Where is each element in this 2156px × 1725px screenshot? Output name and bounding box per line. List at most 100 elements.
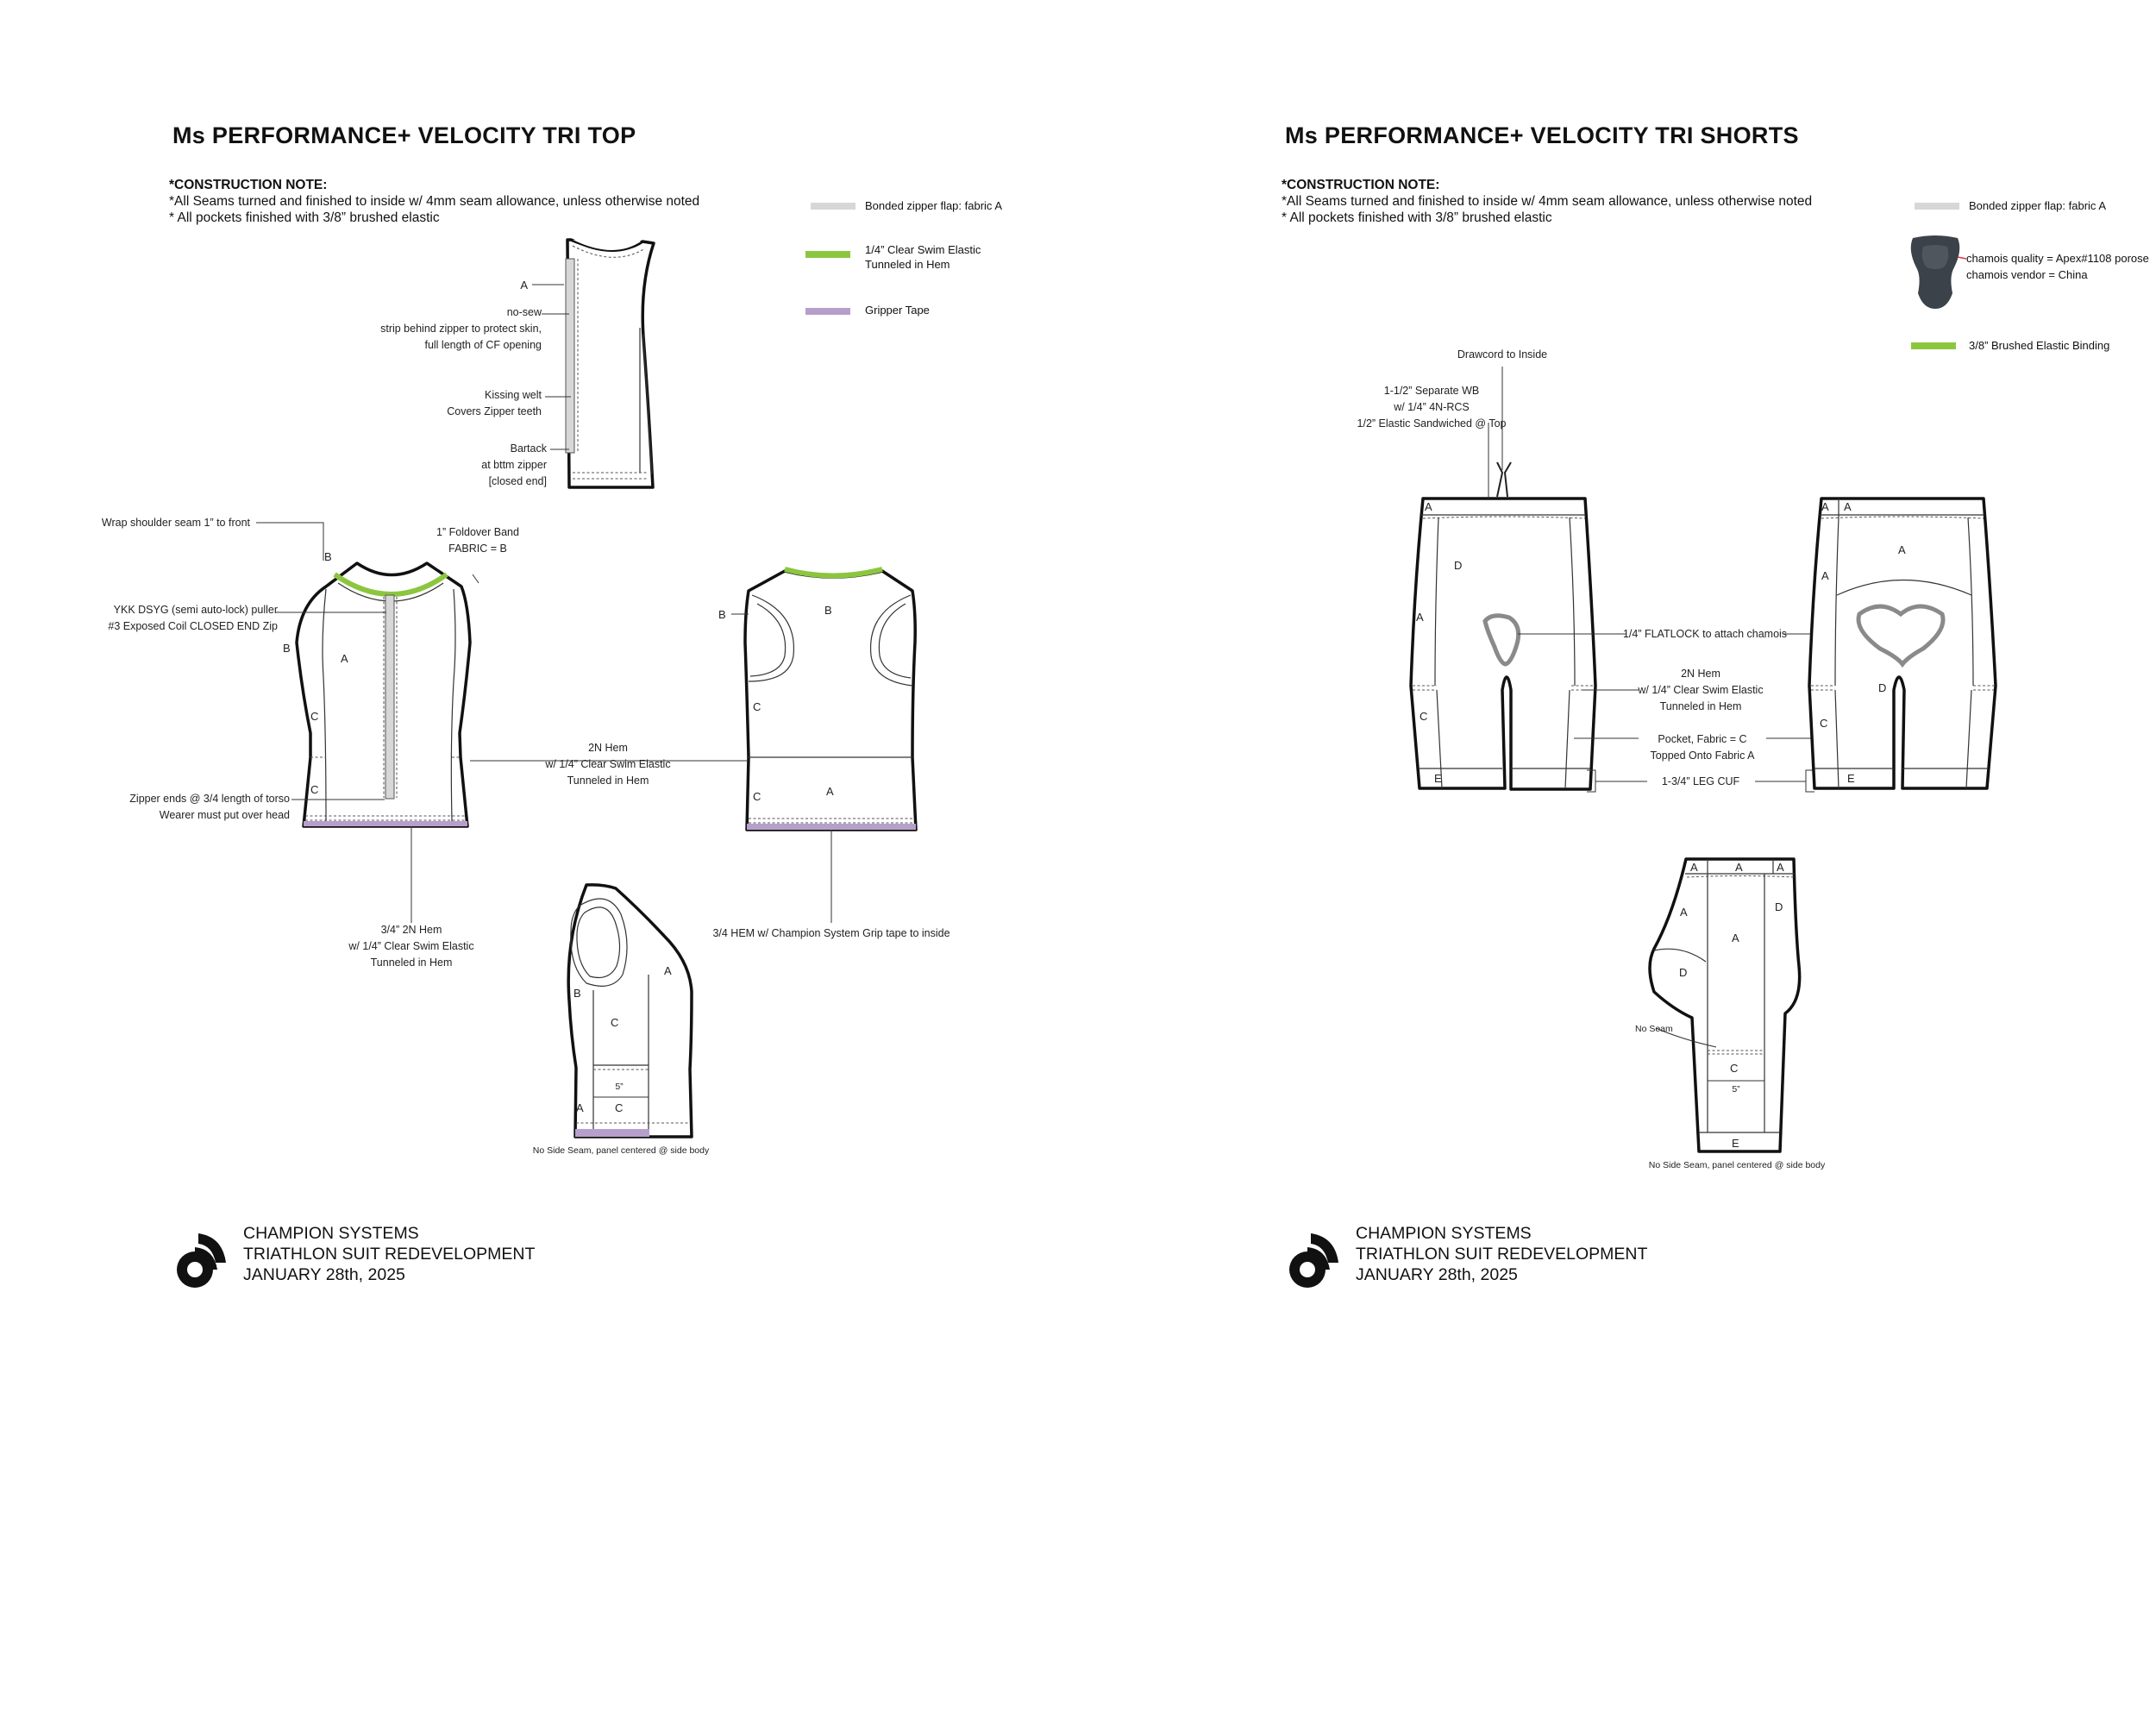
footer-company: CHAMPION SYSTEMS [243,1224,419,1243]
callout-wrap-shoulder: Wrap shoulder seam 1” to front [102,517,251,529]
callout-2n-hem: Tunneled in Hem [567,775,649,787]
panel-letter-a: A [1821,569,1829,582]
panel-letter-c: C [310,710,318,723]
legend-clear-elastic: 1/4” Clear Swim Elastic Tunneled in Hem [865,243,981,271]
panel-letter-c: C [1820,717,1827,730]
measure-5in: 5” [1732,1084,1740,1095]
notes-heading: *CONSTRUCTION NOTE: [169,178,328,192]
bonded-flap-swatch [811,203,856,210]
panel-letter-a: A [1844,500,1852,513]
panel-letter-b: B [283,642,291,655]
panel-letter-e: E [1434,772,1442,785]
callout-2n-hem: w/ 1/4” Clear Swim Elastic [1637,684,1763,696]
tri-shorts-title: Ms PERFORMANCE+ VELOCITY TRI SHORTS [1285,122,1799,148]
callout-ykk-zipper: YKK DSYG (semi auto-lock) puller [114,604,278,616]
panel-letter-a: A [1735,861,1743,874]
panel-letter-e: E [1847,772,1855,785]
callout-no-sew: full length of CF opening [424,339,542,351]
panel-letter-b: B [824,604,832,617]
callout-foldover-band: 1” Foldover Band [436,526,519,538]
callout-ykk-zipper: #3 Exposed Coil CLOSED END Zip [108,620,278,632]
footer-project: TRIATHLON SUIT REDEVELOPMENT [243,1245,536,1264]
legend-chamois-quality: chamois quality = Apex#1108 porose [1966,252,2149,265]
tri-shorts-construction-notes: *CONSTRUCTION NOTE: *All Seams turned an… [1282,177,1812,226]
panel-letter-b: B [718,608,726,621]
panel-letter-b: B [573,987,581,1000]
footer-text: CHAMPION SYSTEMS TRIATHLON SUIT REDEVELO… [243,1223,535,1285]
callout-2n-hem: w/ 1/4” Clear Swim Elastic [544,758,670,770]
notes-heading: *CONSTRUCTION NOTE: [1282,178,1440,192]
panel-letter-a: A [1690,861,1698,874]
note-line: *All Seams turned and finished to inside… [169,194,700,209]
panel-letter-c: C [1730,1062,1738,1075]
callout-no-sew: strip behind zipper to protect skin, [380,323,542,335]
panel-letter-d: D [1878,681,1886,694]
footer-text: CHAMPION SYSTEMS TRIATHLON SUIT REDEVELO… [1356,1223,1647,1285]
callout-bartack: Bartack [511,442,548,455]
panel-letter-a: A [664,964,672,977]
tri-shorts-front-view [1409,367,1597,791]
note-line: * All pockets finished with 3/8” brushed… [1282,210,1552,225]
callout-2n-hem: Tunneled in Hem [1660,700,1742,712]
panel-letter-c: C [1420,710,1427,723]
foldover-band-elastic [333,572,448,597]
panel-letter-a: A [1425,500,1432,513]
panel-letter-a: A [520,279,528,292]
chamois-pad-image [1910,235,1966,309]
tri-top-sheet: Ms PERFORMANCE+ VELOCITY TRI TOP *CONSTR… [102,122,1002,1288]
tri-top-construction-notes: *CONSTRUCTION NOTE: *All Seams turned an… [169,177,699,226]
callout-34-hem: w/ 1/4” Clear Swim Elastic [348,940,473,952]
side-view-note: No Side Seam, panel centered @ side body [1649,1160,1826,1170]
panel-letter-a: A [826,785,834,798]
measure-5in: 5” [615,1082,624,1092]
callout-2n-hem: 2N Hem [588,742,628,754]
panel-letter-c: C [611,1016,618,1029]
panel-letter-a: A [576,1101,584,1114]
note-line: * All pockets finished with 3/8” brushed… [169,210,440,225]
back-chamois-outline [1856,604,1946,668]
back-gripper-tape [747,824,916,830]
back-neck-elastic [784,567,883,579]
clear-elastic-swatch [805,251,850,258]
callout-2n-hem: 2N Hem [1681,668,1720,680]
callout-pocket: Topped Onto Fabric A [1651,750,1756,762]
footer-project: TRIATHLON SUIT REDEVELOPMENT [1356,1245,1648,1264]
callout-waistband: 1-1/2” Separate WB [1384,385,1479,397]
panel-letter-a: A [341,652,348,665]
panel-letter-b: B [324,550,332,563]
tri-shorts-technical-drawing: A D A C E Drawcord to Inside 1-1/2” Sepa… [1357,348,1997,1170]
panel-letter-c: C [753,700,761,713]
legend-bonded-flap: Bonded zipper flap: fabric A [1969,199,2106,212]
tri-top-side-view [567,883,693,1138]
front-zipper [385,594,395,800]
tri-top-title: Ms PERFORMANCE+ VELOCITY TRI TOP [172,122,636,148]
panel-letter-a: A [1821,500,1829,513]
tri-shorts-back-view [1808,497,1997,790]
callout-waistband: 1/2” Elastic Sandwiched @ Top [1357,417,1507,430]
callout-zipper-ends: Zipper ends @ 3/4 length of torso [129,793,290,805]
tri-shorts-sheet: Ms PERFORMANCE+ VELOCITY TRI SHORTS *CON… [1112,0,2156,1725]
legend-binding: 3/8” Brushed Elastic Binding [1969,339,2110,352]
callout-zipper-ends: Wearer must put over head [160,809,290,821]
callout-flatlock: 1/4” FLATLOCK to attach chamois [1623,628,1787,640]
panel-letter-c: C [615,1101,623,1114]
callout-bartack: at bttm zipper [481,459,547,471]
champion-systems-logo [177,1233,226,1288]
callout-drawcord: Drawcord to Inside [1457,348,1547,361]
front-chamois-outline [1482,613,1521,667]
tri-top-front-view [256,522,479,923]
tri-top-back-view [470,567,918,923]
zipper-detail-drawing [532,238,655,489]
legend-chamois-vendor: chamois vendor = China [1966,268,2088,281]
side-gripper-tape [575,1129,649,1137]
champion-systems-logo [1289,1233,1338,1288]
tri-shorts-side-view [1648,857,1802,1153]
callout-foldover-band: FABRIC = B [448,543,507,555]
callout-grip-hem: 3/4 HEM w/ Champion System Grip tape to … [712,927,950,939]
panel-letter-a: A [1777,861,1784,874]
tri-top-technical-drawing: A no-sew strip behind zipper to protect … [102,238,950,1156]
callout-no-seam: No Seam [1635,1024,1673,1034]
legend-bonded-flap: Bonded zipper flap: fabric A [865,199,1002,212]
callout-waistband: w/ 1/4” 4N-RCS [1393,401,1470,413]
callout-34-hem: 3/4” 2N Hem [381,924,442,936]
